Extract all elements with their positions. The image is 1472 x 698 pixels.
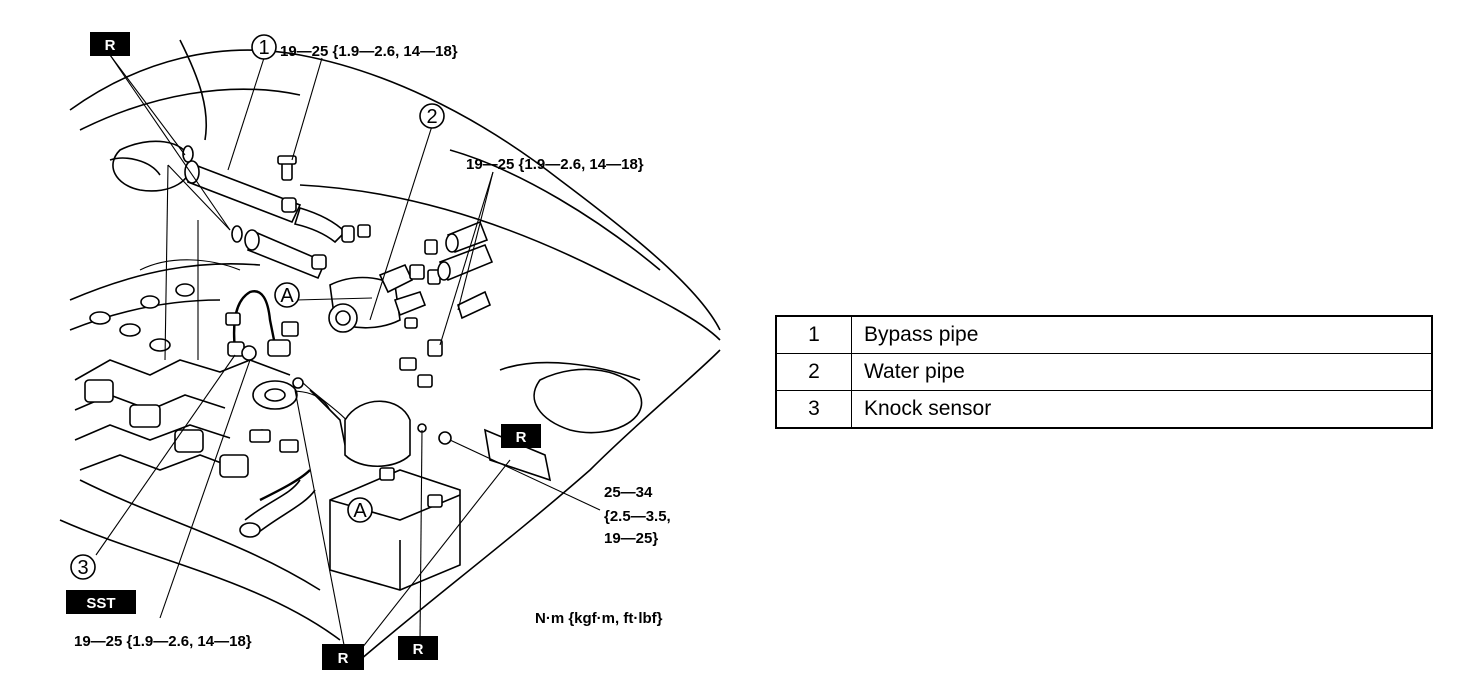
legend-name: Knock sensor (851, 390, 1433, 429)
callout-1: 1 (251, 34, 277, 60)
engine-diagram: 1 2 3 A A R R R R SST 19—25 {1.9—2.6, 14… (59, 32, 721, 670)
replace-tag-top-left: R (90, 32, 130, 56)
torque-label-side-1: 25—34 (604, 484, 653, 501)
water-pipe (328, 220, 494, 388)
legend-name: Water pipe (851, 353, 1433, 391)
units-label: N·m {kgf·m, ft·lbf} (535, 610, 663, 627)
leader-lines (95, 54, 601, 649)
view-a-marker-bottom: A (347, 497, 373, 523)
svg-text:R: R (516, 429, 527, 446)
view-a-label-bottom: A (353, 500, 367, 522)
svg-text:SST: SST (86, 595, 115, 612)
engine-block (74, 259, 331, 538)
sst-tag: SST (66, 590, 136, 614)
replace-tag-bottom-left: R (322, 644, 364, 670)
callout-3-label: 3 (77, 557, 88, 579)
view-a-label-top: A (280, 285, 294, 307)
torque-label-bottom: 19—25 {1.9—2.6, 14—18} (74, 633, 252, 650)
replace-tag-right: R (501, 424, 541, 448)
torque-label-top: 19—25 {1.9—2.6, 14—18} (280, 43, 458, 60)
legend-num: 3 (775, 390, 852, 429)
torque-label-side-2: {2.5—3.5, (604, 508, 671, 525)
torque-label-side-3: 19—25} (604, 530, 658, 547)
callout-1-label: 1 (258, 37, 269, 59)
svg-text:R: R (338, 650, 349, 667)
parts-legend-table: 1 Bypass pipe 2 Water pipe 3 Knock senso… (775, 315, 1433, 429)
callout-3: 3 (70, 554, 96, 580)
replace-tag-bottom-right: R (398, 636, 438, 660)
view-a-marker-top: A (274, 282, 300, 308)
bypass-pipe (182, 145, 371, 280)
table-row: 2 Water pipe (775, 353, 1433, 391)
callout-2-label: 2 (426, 106, 437, 128)
legend-name: Bypass pipe (851, 315, 1433, 354)
callout-2: 2 (419, 103, 445, 129)
table-row: 1 Bypass pipe (775, 315, 1433, 354)
legend-num: 2 (775, 353, 852, 391)
svg-text:R: R (105, 37, 116, 54)
torque-label-right: 19—25 {1.9—2.6, 14—18} (466, 156, 644, 173)
table-row: 3 Knock sensor (775, 390, 1433, 429)
legend-num: 1 (775, 315, 852, 354)
svg-text:R: R (413, 641, 424, 658)
